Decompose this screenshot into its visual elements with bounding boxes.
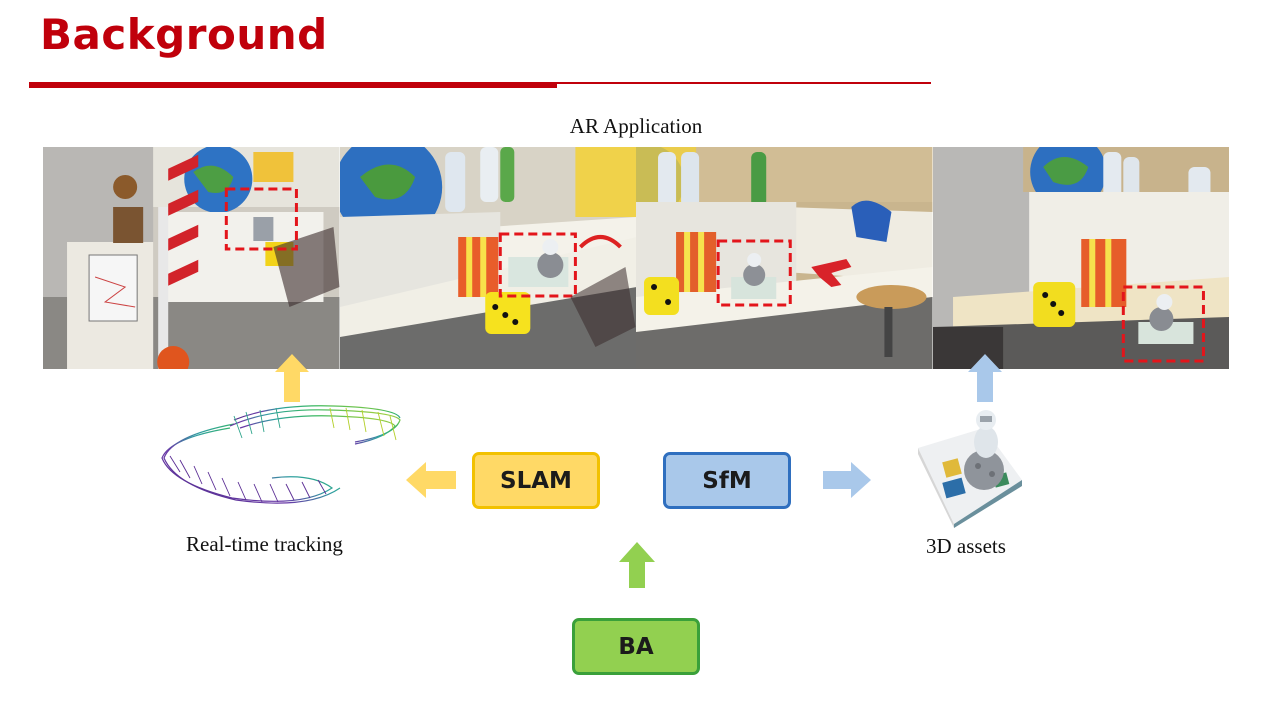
right-arrow-blue-icon — [823, 462, 871, 498]
3d-assets-caption: 3D assets — [926, 534, 1006, 558]
title-underline-thick — [29, 82, 557, 88]
real-time-tracking-caption: Real-time tracking — [186, 532, 343, 556]
ar-frame-3 — [636, 147, 933, 369]
3d-asset-graphic — [918, 410, 1022, 528]
slam-box: SLAM — [472, 452, 600, 509]
up-arrow-blue-icon — [968, 354, 1002, 402]
up-arrow-yellow-icon — [275, 354, 309, 402]
left-arrow-yellow-icon — [406, 462, 456, 498]
camera-trajectory-graphic — [161, 405, 401, 504]
slide-title: Background — [40, 10, 328, 59]
ar-frame-2 — [339, 147, 636, 369]
ar-application-caption: AR Application — [569, 114, 703, 138]
up-arrow-green-icon — [619, 542, 655, 588]
sfm-box: SfM — [663, 452, 791, 509]
ar-photo-strip — [43, 147, 1229, 369]
ar-frame-4 — [932, 147, 1229, 369]
ba-box: BA — [572, 618, 700, 675]
ar-frame-1 — [43, 147, 340, 369]
